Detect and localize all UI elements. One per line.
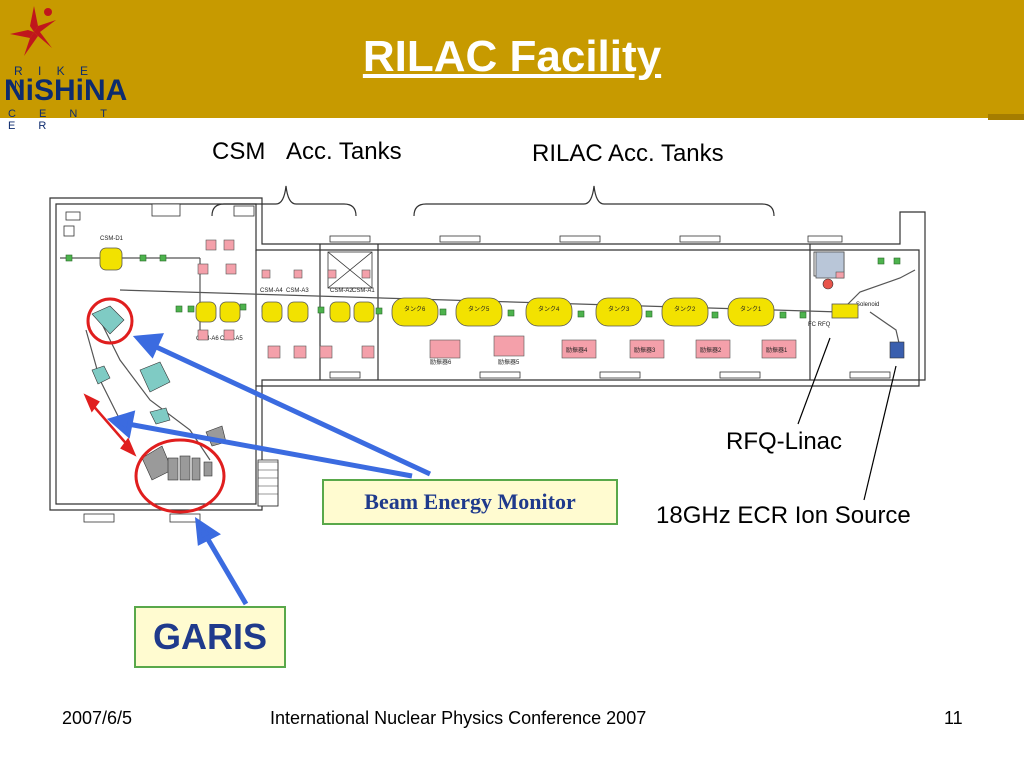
logo-star-icon [10, 6, 56, 56]
label-rfq-linac: RFQ-Linac [726, 428, 843, 455]
label-ecr-ion-source: 18GHz ECR Ion Source [656, 502, 911, 529]
rf-amplifiers [197, 239, 845, 359]
highlight-circles [86, 297, 226, 514]
svg-text:タンク2: タンク2 [674, 305, 696, 313]
logo-center-text: C E N T E R [8, 108, 117, 132]
brace-rilac-acc-tanks [413, 185, 775, 217]
svg-text:タンク4: タンク4 [538, 305, 560, 313]
svg-text:励振器4: 励振器4 [566, 346, 588, 354]
beam-energy-monitor-label: Beam Energy Monitor [364, 489, 576, 514]
svg-text:CSM-A1: CSM-A1 [352, 288, 375, 294]
beam-energy-distance-arrow [83, 393, 137, 457]
rilac-tanks [391, 297, 775, 327]
beamline-magnets [65, 254, 901, 319]
header-accent-band [988, 114, 1024, 120]
garis-callout: GARIS [134, 606, 286, 668]
footer-page-number: 11 [944, 708, 963, 728]
logo-riken-text: R I K E N [14, 64, 95, 92]
beam-energy-monitor-callout: Beam Energy Monitor [322, 479, 618, 525]
svg-text:タンク5: タンク5 [468, 305, 490, 313]
garis-beamline-equipment [91, 305, 171, 425]
label-acc-tanks: Acc. Tanks [286, 138, 402, 165]
slide-title: RILAC Facility [362, 32, 662, 81]
amplifier-labels: 励振器6 励振器5 励振器4 励振器3 励振器2 励振器1 Solenoid FC RF… [430, 302, 879, 366]
svg-text:タンク3: タンク3 [608, 305, 630, 313]
title-bar [0, 0, 1024, 118]
footer-conference: International Nuclear Physics Conference… [270, 708, 647, 728]
svg-text:CSM-A4: CSM-A4 [260, 288, 283, 294]
riken-nishina-logo: R I K E N NiSHiNA C E N T E R [0, 0, 130, 132]
ecr-leader-line [863, 365, 897, 501]
svg-text:FC RFQ: FC RFQ [808, 322, 831, 328]
brace-csm-acc-tanks [211, 185, 357, 217]
footer-date: 2007/6/5 [62, 708, 133, 728]
rfq-linac-device [822, 278, 905, 359]
rilac-tank-labels: タンク6 タンク5 タンク4 タンク3 タンク2 タンク1 [404, 305, 762, 313]
wall-hatching [63, 203, 891, 523]
label-rilac-acc-tanks: RILAC Acc. Tanks [532, 140, 724, 167]
svg-text:励振器2: 励振器2 [700, 346, 722, 354]
svg-text:励振器3: 励振器3 [634, 346, 656, 354]
svg-text:CSM-A3: CSM-A3 [286, 288, 309, 294]
svg-text:CSM-D1: CSM-D1 [100, 236, 124, 242]
callout-arrows [106, 333, 432, 606]
svg-text:Solenoid: Solenoid [856, 302, 879, 308]
svg-text:励振器6: 励振器6 [430, 358, 452, 366]
svg-text:タンク6: タンク6 [404, 305, 426, 313]
logo-nishina-text: NiSHiNA [4, 74, 128, 107]
csm-cavities [99, 247, 375, 323]
svg-text:励振器5: 励振器5 [498, 358, 520, 366]
svg-text:CSM-A2: CSM-A2 [330, 288, 353, 294]
rfq-leader-line [797, 337, 831, 425]
label-csm: CSM [212, 138, 266, 165]
shaft [327, 251, 845, 289]
garis-label: GARIS [152, 616, 267, 657]
svg-text:タンク1: タンク1 [740, 305, 762, 313]
staircase [257, 461, 279, 507]
svg-text:励振器1: 励振器1 [766, 346, 788, 354]
